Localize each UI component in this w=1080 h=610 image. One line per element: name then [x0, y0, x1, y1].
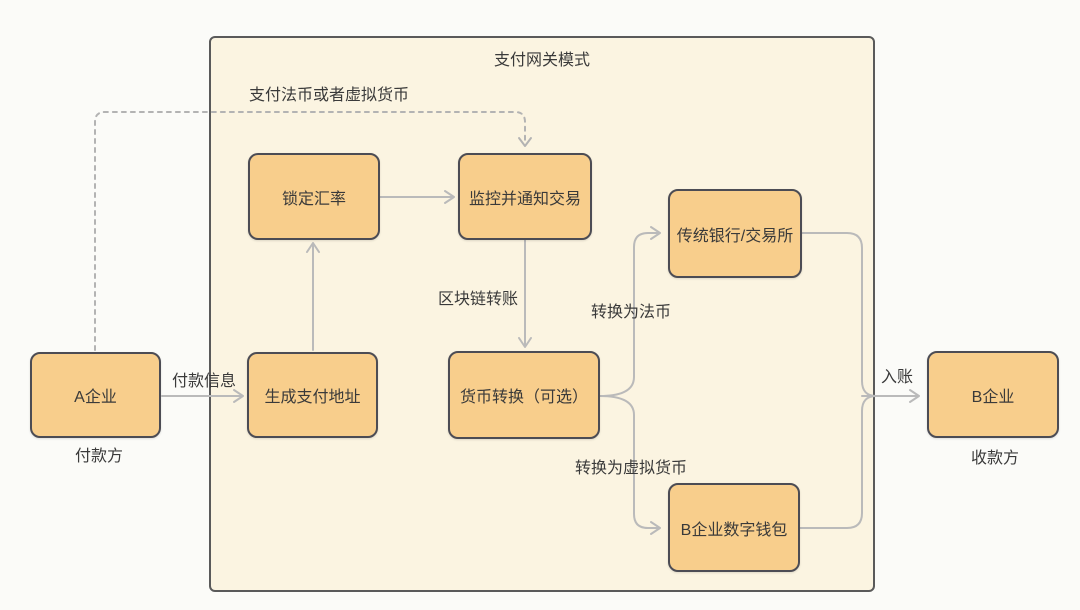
edge-label-pay-currency: 支付法币或者虚拟货币 — [248, 87, 410, 104]
node-lock-rate: 锁定汇率 — [248, 153, 380, 240]
edge-label-payment-info: 付款信息 — [171, 373, 237, 390]
edge-label-blockchain-transfer: 区块链转账 — [437, 291, 519, 308]
node-monitor: 监控并通知交易 — [458, 153, 592, 240]
node-wallet-label: B企业数字钱包 — [680, 521, 788, 539]
node-company-b: B企业 — [927, 351, 1059, 438]
node-generate-address-label: 生成支付地址 — [264, 389, 361, 406]
payer-label: 付款方 — [74, 448, 124, 465]
node-company-b-label: B企业 — [971, 388, 1015, 406]
node-wallet: B企业数字钱包 — [668, 483, 800, 572]
edge-label-convert-to-virtual: 转换为虚拟货币 — [574, 460, 688, 477]
payee-label: 收款方 — [970, 450, 1020, 467]
node-company-a-label: A企业 — [74, 389, 117, 406]
node-convert: 货币转换（可选） — [448, 351, 600, 439]
node-lock-rate-label: 锁定汇率 — [281, 190, 346, 208]
node-generate-address: 生成支付地址 — [247, 352, 378, 438]
node-bank-label: 传统银行/交易所 — [676, 227, 794, 245]
node-bank: 传统银行/交易所 — [668, 189, 802, 278]
node-convert-label: 货币转换（可选） — [459, 389, 588, 406]
node-company-a: A企业 — [30, 352, 161, 438]
diagram-title: 支付网关模式 — [493, 52, 590, 69]
edge-label-convert-to-fiat: 转换为法币 — [590, 304, 672, 321]
node-monitor-label: 监控并通知交易 — [468, 190, 581, 208]
edge-label-credit: 入账 — [880, 369, 914, 386]
